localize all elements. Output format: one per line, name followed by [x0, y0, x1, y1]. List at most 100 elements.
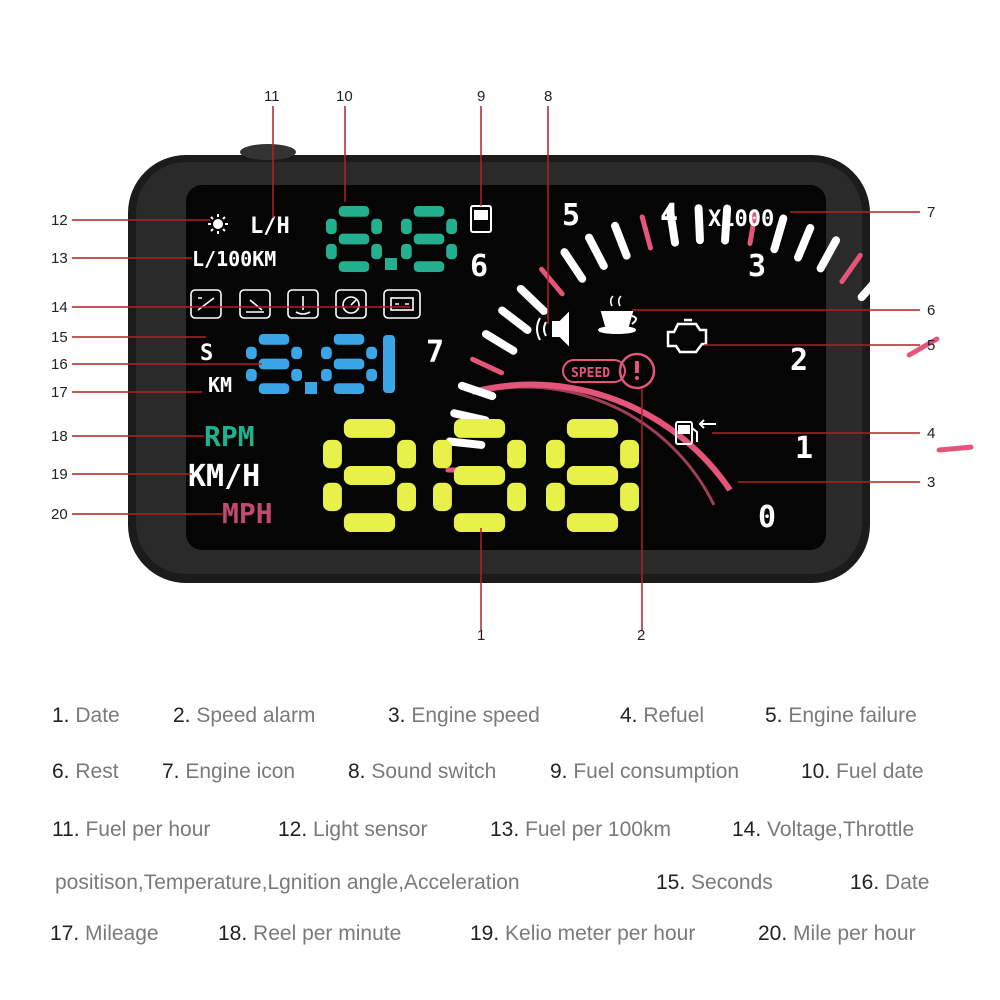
legend-row-4: positison,Temperature,Lgnition angle,Acc… — [0, 871, 1000, 901]
thermometer-icon — [287, 289, 319, 319]
legend-item-14: 14. Voltage,Throttle — [732, 818, 915, 841]
fuel-digits-display — [326, 206, 457, 272]
legend-item-20: 20. Mile per hour — [758, 922, 916, 945]
rpm-multiplier-label: X1000 — [708, 207, 774, 232]
gauge-tick — [916, 360, 954, 382]
gauge-tick — [694, 204, 704, 245]
horn-icon — [536, 311, 569, 347]
seconds-unit: S — [200, 341, 213, 366]
speed-digit — [433, 419, 526, 532]
callout-2: 2 — [637, 627, 645, 644]
gauge-tick — [931, 414, 971, 430]
gauge-tick — [875, 288, 908, 319]
callout-6: 6 — [927, 302, 935, 319]
legend-item-9: 9. Fuel consumption — [550, 760, 740, 783]
gauge-label-5: 5 — [562, 198, 580, 233]
gauge-tick — [611, 221, 631, 260]
legend-item-12: 12. Light sensor — [278, 818, 428, 841]
mileage-unit: KM — [208, 373, 232, 397]
tilt-icon — [239, 289, 271, 319]
hud-screen — [186, 185, 826, 550]
legend-row-3: 11. Fuel per hour 12. Light sensor 13. F… — [0, 818, 1000, 848]
rpm-gauge-ticks — [445, 204, 974, 473]
speed-digit — [546, 419, 639, 532]
gauge-tick — [457, 381, 497, 401]
rpm-unit: RPM — [204, 420, 255, 453]
gauge-tick — [747, 209, 758, 246]
mount-knob — [240, 144, 296, 160]
fuel-per-100km-unit: L/100KM — [192, 247, 276, 271]
gauge-tick — [539, 266, 565, 297]
legend-item-1: 1. Date — [52, 704, 120, 727]
gauge-tick — [906, 336, 940, 358]
callout-7: 7 — [927, 204, 935, 221]
speed-digit — [323, 419, 416, 532]
gauge-tick — [925, 387, 964, 405]
fuel-digit — [326, 206, 382, 272]
voltage-icon — [190, 289, 222, 319]
gauge-tick — [666, 207, 680, 247]
gauge-label-3: 3 — [748, 249, 766, 284]
gauge-label-7: 7 — [426, 335, 444, 370]
callout-1: 1 — [477, 627, 485, 644]
gauge-tick — [498, 306, 532, 334]
gauge-tick — [816, 236, 841, 273]
leader-lines — [72, 106, 920, 630]
legend-item-8: 8. Sound switch — [348, 760, 497, 783]
gauge-label-6: 6 — [470, 249, 488, 284]
gauge-tick — [721, 204, 732, 245]
fuel-per-hour-unit: L/H — [250, 214, 290, 239]
gauge-tick — [857, 269, 887, 302]
decimal-point — [385, 258, 397, 270]
speed-alarm-icon: SPEED — [562, 352, 656, 390]
battery-icon — [383, 289, 421, 319]
gauge-label-1: 1 — [795, 431, 813, 466]
gauge-label-2: 2 — [790, 343, 808, 378]
callout-8: 8 — [544, 88, 552, 105]
date-digit — [246, 334, 302, 394]
gauge-tick — [839, 252, 863, 285]
warning-icon — [618, 352, 656, 390]
legend-row-5: 17. Mileage 18. Reel per minute 19. Keli… — [0, 922, 1000, 952]
legend-item-13: 13. Fuel per 100km — [490, 818, 671, 841]
gauge-tick — [936, 444, 974, 453]
callout-10: 10 — [336, 88, 353, 105]
legend-item-17: 17. Mileage — [50, 922, 159, 945]
legend-item-19: 19. Kelio meter per hour — [470, 922, 696, 945]
callout-4: 4 — [927, 425, 935, 442]
gauge-tick — [639, 214, 653, 251]
callout-17: 17 — [51, 384, 68, 401]
rpm-gauge-arc-inner — [489, 385, 716, 506]
gauge-tick — [794, 223, 815, 262]
refuel-icon — [675, 419, 716, 445]
fuel-digit — [401, 206, 457, 272]
gauge-tick — [770, 214, 788, 254]
gauge-label-0: 0 — [758, 500, 776, 535]
callout-19: 19 — [51, 466, 68, 483]
gauge-tick — [891, 311, 926, 338]
legend-item-3: 3. Engine speed — [388, 704, 540, 727]
callout-18: 18 — [51, 428, 68, 445]
rpm-gauge-arc — [471, 381, 733, 492]
callout-5: 5 — [927, 337, 935, 354]
gauge-tick — [482, 330, 518, 355]
hud-diagram: 0 1 2 3 4 5 6 7 X1000 L/H L/100KM S KM R… — [51, 88, 974, 644]
callout-3: 3 — [927, 474, 935, 491]
kmh-unit: KM/H — [188, 459, 260, 494]
gauge-tick — [470, 356, 505, 376]
callout-16: 16 — [51, 356, 68, 373]
callout-15: 15 — [51, 329, 68, 346]
callout-12: 12 — [51, 212, 68, 229]
decimal-point — [305, 382, 317, 394]
legend-item-15: 15. Seconds — [656, 871, 773, 894]
legend-item-4: 4. Refuel — [620, 704, 705, 727]
callout-14: 14 — [51, 299, 68, 316]
legend-row-1: 1. Date 2. Speed alarm 3. Engine speed 4… — [0, 704, 1000, 734]
date-digits-display — [246, 334, 395, 394]
legend-item-11: 11. Fuel per hour — [52, 818, 211, 841]
legend-item-6: 6. Rest — [52, 760, 119, 783]
legend-item-14-cont: positison,Temperature,Lgnition angle,Acc… — [55, 871, 520, 894]
coffee-cup-icon — [598, 295, 637, 334]
legend-item-5: 5. Engine failure — [765, 704, 917, 727]
callout-11: 11 — [264, 88, 280, 105]
